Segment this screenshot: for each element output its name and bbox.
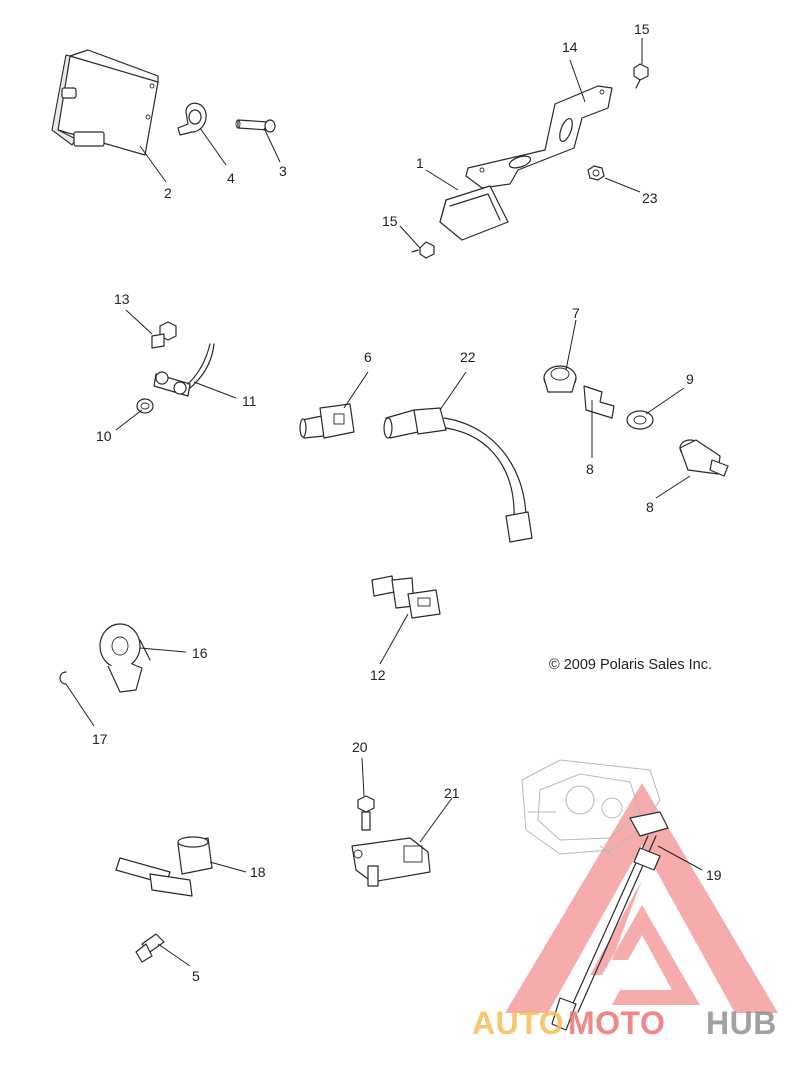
bolt: [151, 321, 177, 349]
watermark-text-auto: AUTO: [472, 1005, 564, 1041]
cover-module: [439, 185, 509, 241]
callout-labels: 1 2 3 4 5 6 7 8 8 9 10 11 12 13 14 15 15…: [92, 21, 722, 984]
callout-10: 10: [96, 428, 112, 444]
screw-top: [633, 63, 649, 89]
knock-sensor: [99, 623, 151, 693]
callout-9: 9: [686, 371, 694, 387]
throttle-body: [521, 759, 669, 1031]
e-clip: [59, 671, 67, 685]
callout-16: 16: [192, 645, 208, 661]
callout-20: 20: [352, 739, 368, 755]
callout-15a: 15: [634, 21, 650, 37]
watermark-logo: [505, 783, 778, 1013]
crank-sensor: [115, 836, 213, 897]
watermark-text-hub: HUB: [706, 1005, 777, 1041]
speed-sensor: [153, 343, 215, 397]
screw-5: [135, 933, 165, 963]
callout-5: 5: [192, 968, 200, 984]
ring-nut: [626, 410, 654, 430]
cap: [543, 365, 577, 393]
callout-11: 11: [242, 393, 257, 409]
sensor-plug: [299, 403, 355, 439]
callout-4: 4: [227, 170, 235, 186]
callout-18: 18: [250, 864, 266, 880]
terminal-plate: [583, 385, 615, 419]
callout-2: 2: [164, 185, 172, 201]
temperature-sensor: [371, 575, 441, 619]
copyright-text: © 2009 Polaris Sales Inc.: [549, 657, 712, 673]
clamp: [177, 102, 207, 136]
callout-8a: 8: [586, 461, 594, 477]
callout-23: 23: [642, 190, 658, 206]
map-sensor: [351, 837, 431, 887]
callout-14: 14: [562, 39, 578, 55]
callout-19: 19: [706, 867, 722, 883]
screw-left: [411, 241, 435, 259]
callout-15b: 15: [382, 213, 398, 229]
nut: [587, 165, 605, 181]
callout-13: 13: [114, 291, 130, 307]
watermark-text-moto: MOTO: [568, 1005, 665, 1041]
callout-22: 22: [460, 349, 476, 365]
ecu-housing: [51, 49, 159, 156]
leader-lines: [65, 38, 703, 967]
callout-7: 7: [572, 305, 580, 321]
callout-12: 12: [370, 667, 386, 683]
callout-8b: 8: [646, 499, 654, 515]
pin: [235, 119, 276, 133]
callout-17: 17: [92, 731, 108, 747]
callout-6: 6: [364, 349, 372, 365]
grommet: [136, 398, 154, 414]
switch: [679, 439, 729, 477]
callout-21: 21: [444, 785, 460, 801]
callout-3: 3: [279, 163, 287, 179]
bolt-20: [357, 795, 375, 831]
callout-1: 1: [416, 155, 424, 171]
watermark-text: AUTO MOTO HUB: [472, 1005, 777, 1041]
sensor-cable: [383, 407, 533, 543]
